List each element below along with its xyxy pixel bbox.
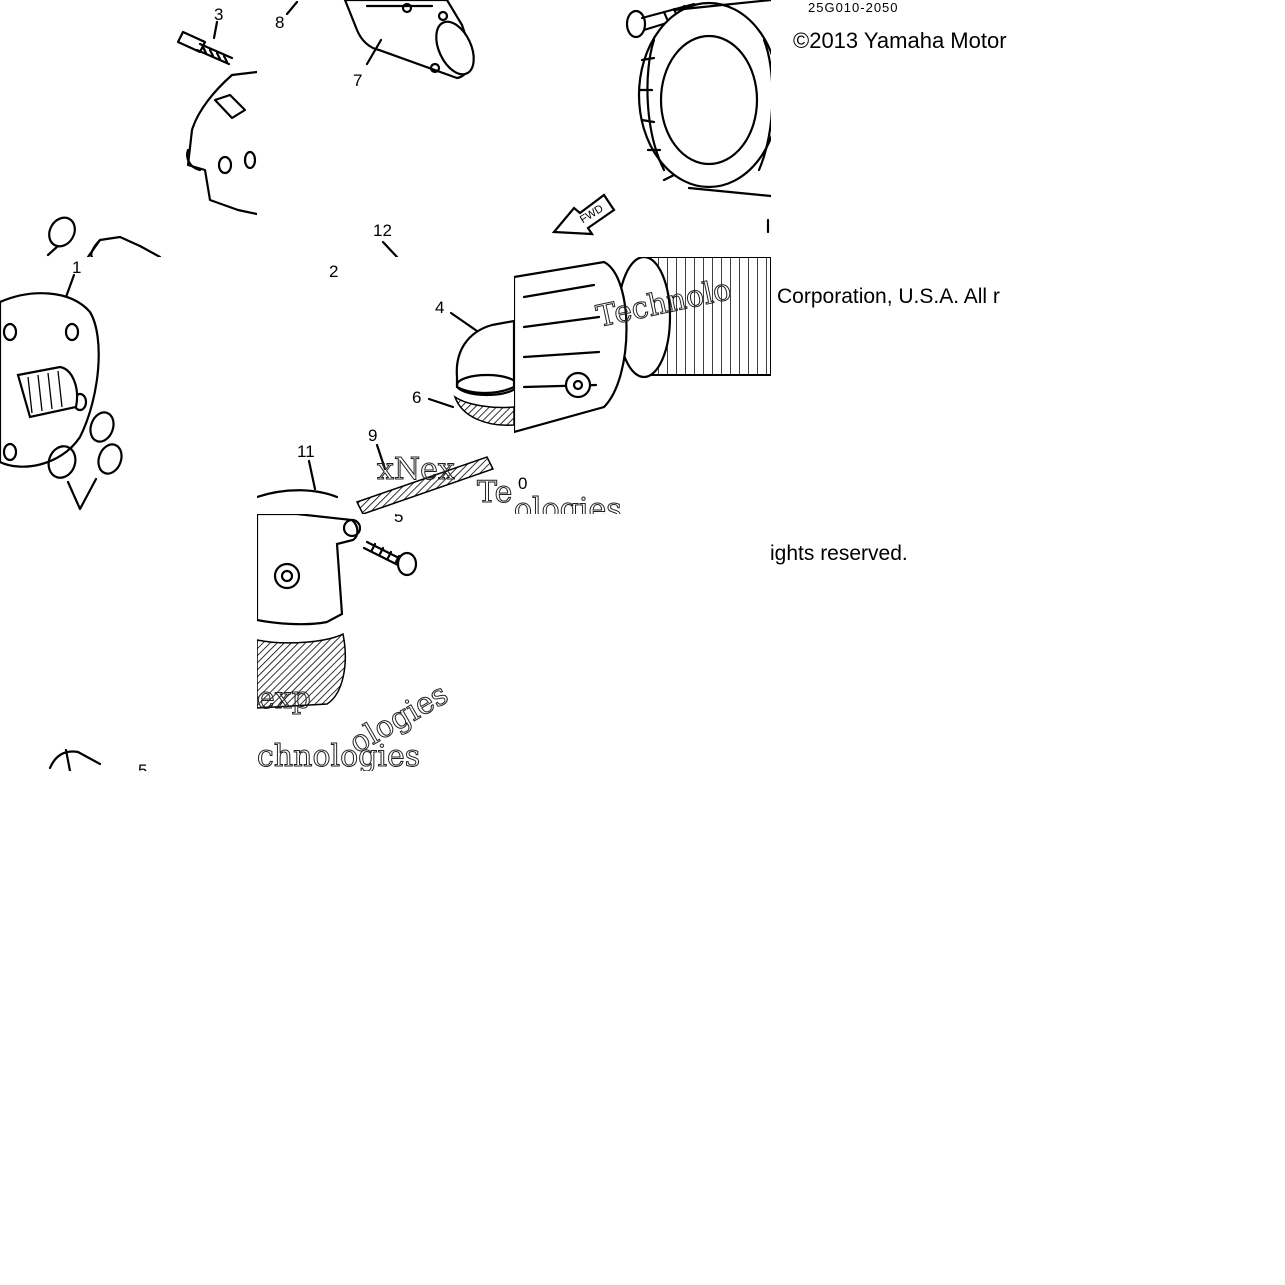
tile-top-left: 3 [0,0,257,257]
callout-6: 6 [412,388,421,407]
sleeve-part [343,0,475,80]
tile-mid-left: 1 [0,257,257,514]
tile-top-center-right: FWD [514,0,771,257]
tile-center: 2 4 6 9 11 xNex Te [257,257,514,514]
callout-5b: 5 [138,761,147,771]
filter-housing-part [637,0,771,198]
tile-bottom-left: 5 [0,514,257,771]
o-ring-part [48,216,76,248]
screen-part [355,456,495,514]
shaft-part [86,235,162,257]
callout-7: 7 [353,71,362,90]
tile-bottom-center: 5 exp chnologies ologies [257,514,514,771]
callout-4: 4 [435,298,444,317]
gasket-part [453,395,514,426]
copyright-line-2: Corporation, U.S.A. All r [777,285,1000,308]
bolt-part [176,30,234,66]
elbow-part [455,319,514,397]
housing-part [257,514,362,709]
filter-cartridge-part [514,257,771,434]
reference-code: 25G010-2050 [808,0,899,15]
fwd-arrow-marker: FWD [551,193,616,236]
callout-11: 11 [297,442,315,461]
o-rings-group [47,411,123,479]
tile-mid-right: 0 Technolo ologies [514,257,771,514]
copyright-line-3: ights reserved. [770,542,908,565]
callout-9: 9 [368,426,377,445]
bolt-5-part [362,540,418,577]
watermark-text-5: exp [257,681,311,716]
watermark-text-6: chnologies [257,739,420,771]
callout-3a: 3 [214,5,223,24]
callout-12: 12 [373,221,392,240]
callout-10: 0 [518,474,527,493]
callout-1: 1 [72,258,81,277]
watermark-text-4: ologies [514,492,622,514]
callout-5a: 5 [394,514,403,526]
watermark-text-2: Te [477,475,512,510]
pump-cover-part [186,70,257,216]
pump-body-part [0,292,100,468]
tile-top-center-left: 8 7 12 [257,0,514,257]
copyright-line-1: ©2013 Yamaha Motor [793,28,1007,53]
callout-8: 8 [275,13,284,32]
callout-2: 2 [329,262,338,281]
watermark-text-1: xNex [377,452,455,487]
